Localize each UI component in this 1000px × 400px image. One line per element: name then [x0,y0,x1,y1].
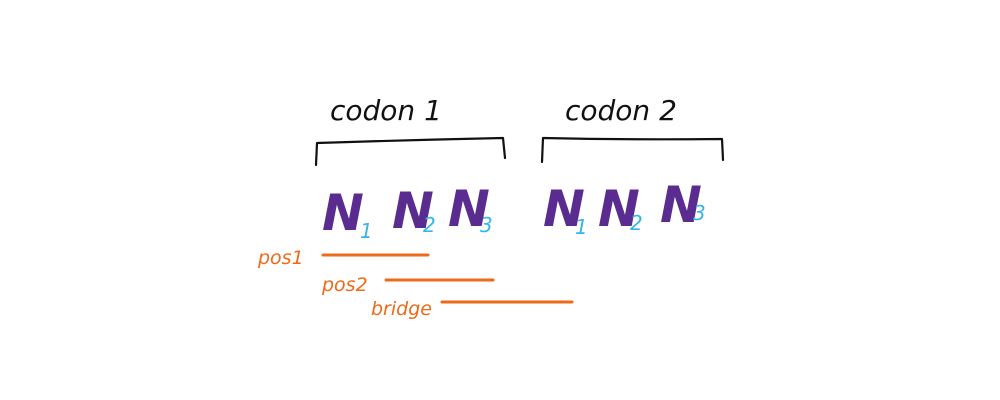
codon-1-subscript-1: 1 [360,219,373,243]
codon-1-nucleotide-1: N [322,184,364,242]
codon-2-nucleotide-2: N [598,180,640,238]
codon-2-subscript-3: 3 [693,201,706,225]
codon-2-bracket [540,136,725,164]
pos2-label: pos2 [321,274,368,296]
codon-1-subscript-3: 3 [480,213,493,237]
codon-1-nucleotide-2: N [392,182,434,240]
codon-2-nucleotide-3: N [660,176,702,234]
codon-1-subscript-2: 2 [423,213,436,237]
bridge-label: bridge [371,298,432,320]
codon-1-nucleotide-3: N [448,180,490,238]
codon-2-nucleotide-1: N [543,180,585,238]
codon-2-label: codon 2 [565,94,677,127]
pos1-label: pos1 [257,247,304,269]
codon-2-subscript-2: 2 [630,211,643,235]
codon-1-bracket [314,136,507,167]
codon-1-label: codon 1 [330,94,442,127]
codon-2-subscript-1: 1 [575,215,588,239]
